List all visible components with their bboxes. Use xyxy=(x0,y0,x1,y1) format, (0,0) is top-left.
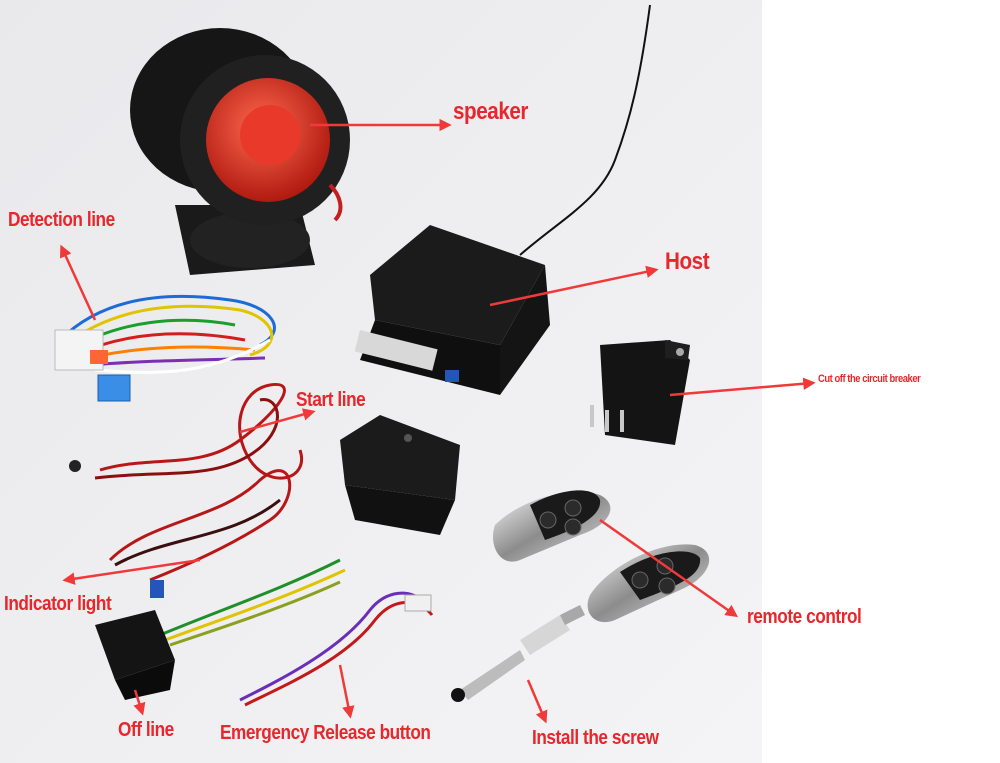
arrow-host xyxy=(489,265,659,307)
label-remote-control: remote control xyxy=(747,606,862,628)
label-off-line: Off line xyxy=(118,719,174,741)
off-line-wire-socket xyxy=(95,558,346,700)
right-margin xyxy=(762,0,1000,763)
antenna-wire xyxy=(519,4,651,256)
label-install-the-screw: Install the screw xyxy=(532,727,659,749)
label-indicator-light: Indicator light xyxy=(4,593,112,615)
relay xyxy=(590,340,690,445)
label-host: Host xyxy=(665,248,710,275)
arrow-start xyxy=(239,408,316,434)
label-speaker: speaker xyxy=(453,98,529,125)
label-detection-line: Detection line xyxy=(8,209,115,231)
arrow-detection xyxy=(59,244,97,321)
arrow-emergency xyxy=(338,664,355,719)
label-emergency-release-button: Emergency Release button xyxy=(220,722,431,744)
sensor-box xyxy=(340,415,460,535)
speaker-siren xyxy=(130,28,350,275)
detection-wire-harness xyxy=(54,294,276,402)
install-screw-switch xyxy=(451,605,585,702)
arrow-off xyxy=(133,689,146,716)
remote-control-a xyxy=(492,490,611,562)
arrow-indicator xyxy=(62,558,201,585)
label-cut-off-circuit-breaker: Cut off the circuit breaker xyxy=(818,373,921,385)
label-start-line: Start line xyxy=(296,389,366,411)
host-module xyxy=(354,225,550,395)
start-line-wire xyxy=(69,382,304,480)
arrow-remote xyxy=(599,518,739,618)
arrow-screw xyxy=(526,679,548,724)
arrow-cutoff xyxy=(669,377,816,397)
annotation-arrows xyxy=(59,118,816,724)
indicator-light-wire xyxy=(108,469,292,598)
emergency-release-wire xyxy=(239,591,434,707)
